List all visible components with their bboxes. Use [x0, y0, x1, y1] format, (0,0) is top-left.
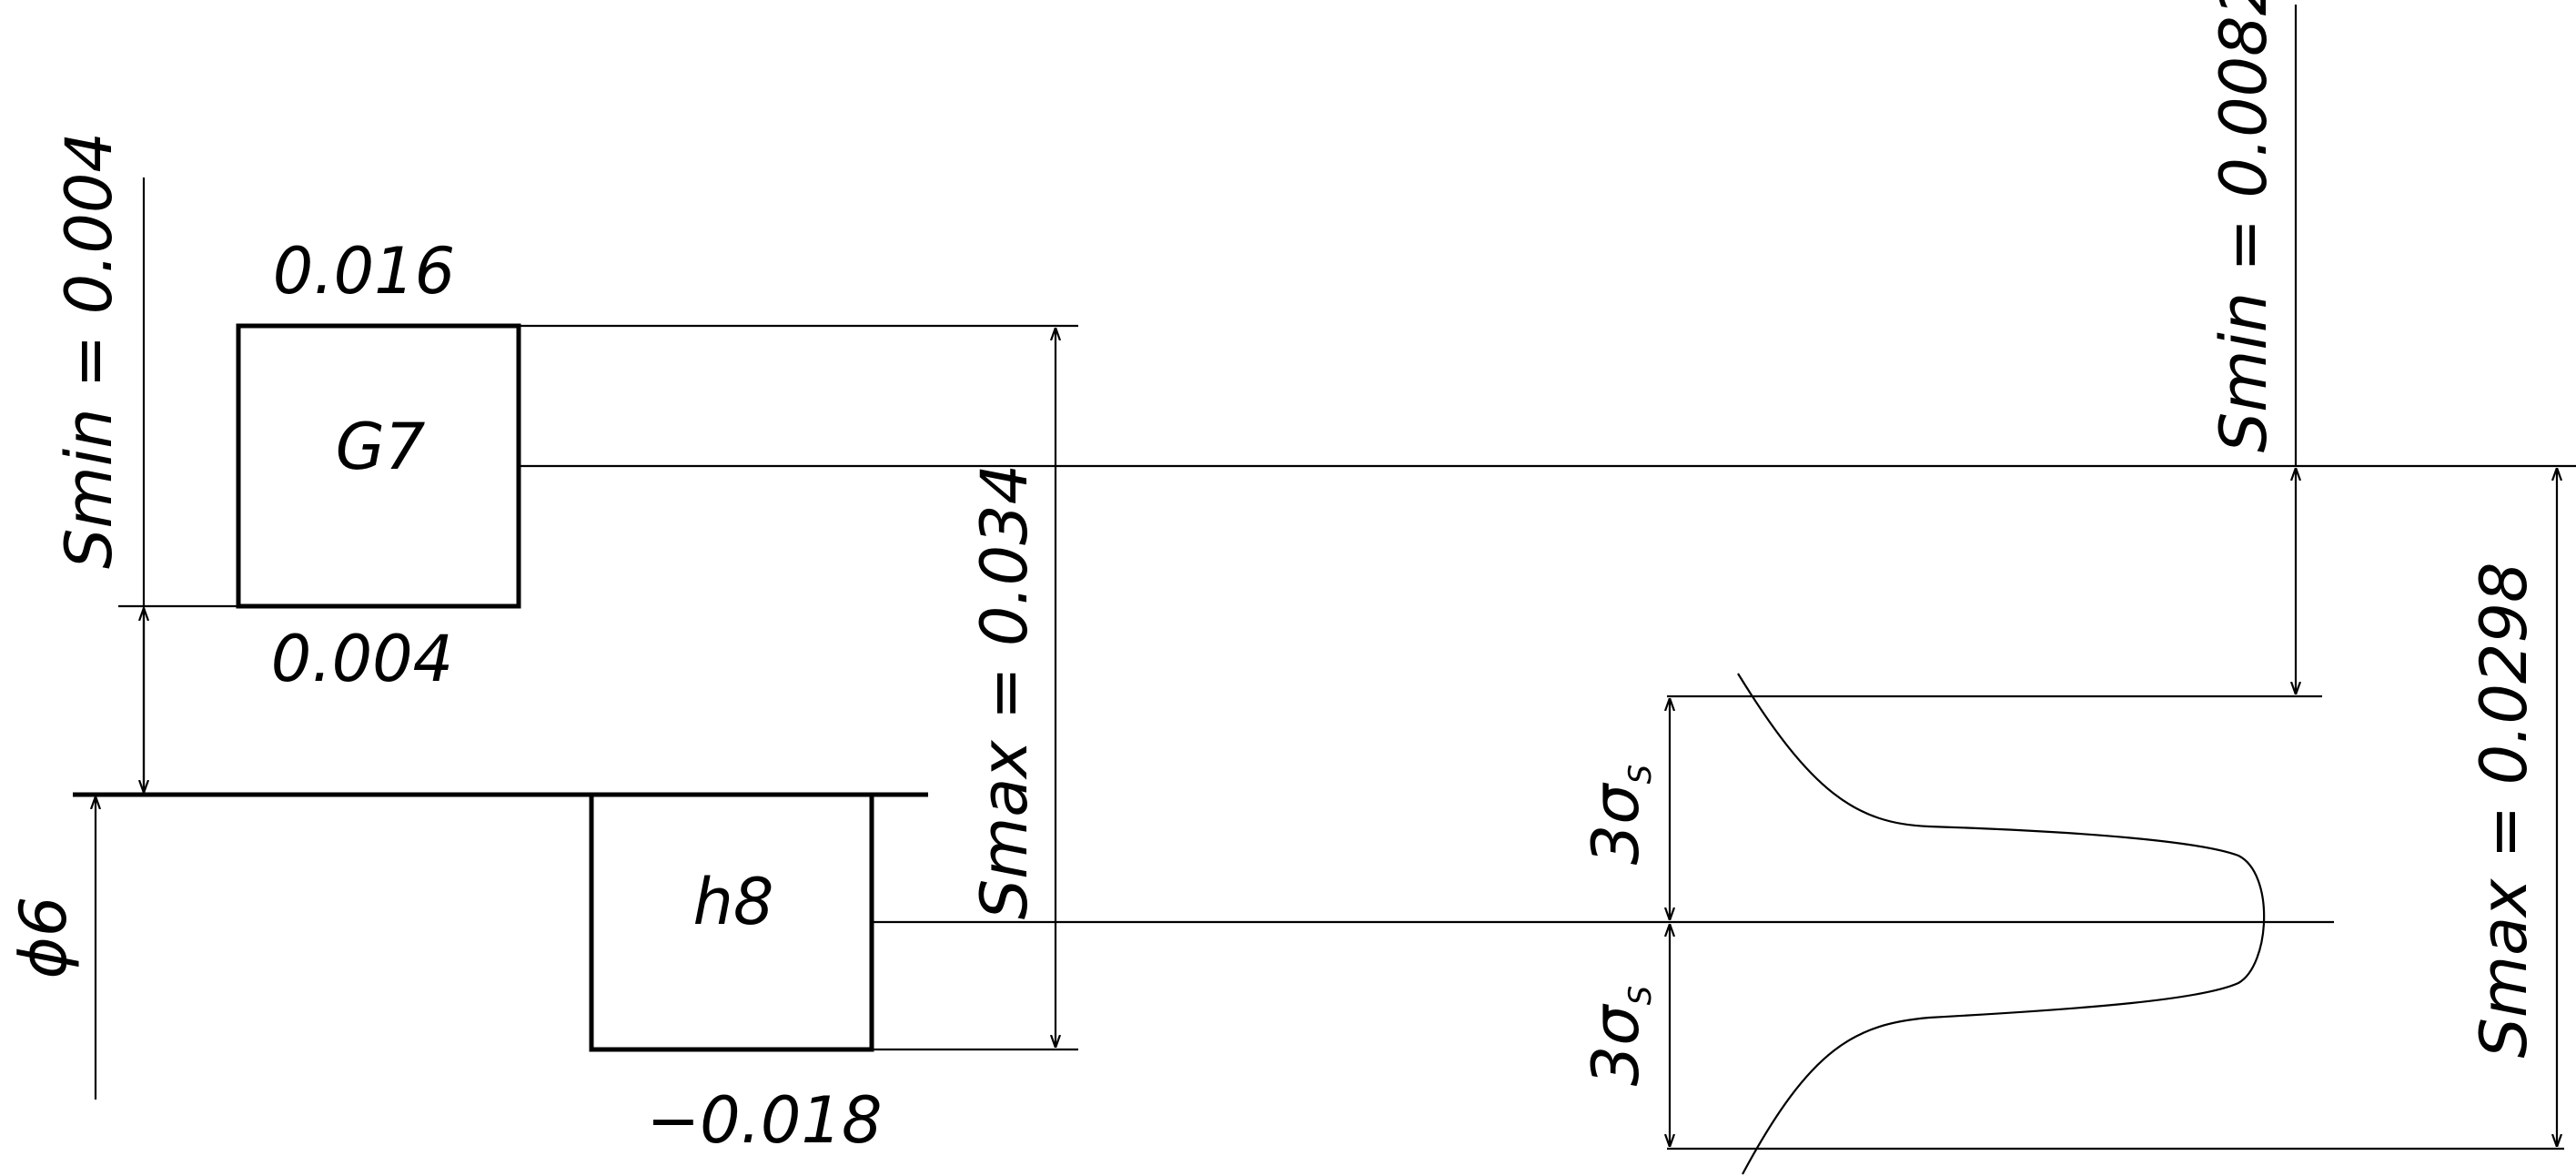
sigma-lower-label: 3σS — [1579, 986, 1659, 1087]
left-tolerance-diagram: G7 0.016 0.004 h8 −0.018 ϕ6 Smin = 0.004… — [6, 132, 1078, 1158]
hole-upper-deviation: 0.016 — [273, 234, 455, 309]
nominal-diameter-label: ϕ6 — [6, 897, 81, 979]
prob-smax-label: Smax = 0.0298 — [2467, 562, 2541, 1058]
hole-lower-deviation: 0.004 — [271, 622, 453, 696]
sigma-upper-label: 3σS — [1579, 765, 1659, 866]
smin-label: Smin = 0.004 — [52, 132, 126, 569]
distribution-curve — [1737, 673, 2266, 1175]
hole-field-label: G7 — [336, 410, 426, 484]
smax-label: Smax = 0.034 — [967, 464, 1042, 920]
prob-smin-label: Smin = 0.0082 — [2207, 0, 2281, 452]
shaft-field-label: h8 — [693, 865, 774, 939]
shaft-lower-deviation: −0.018 — [646, 1083, 882, 1158]
clearance-distribution: 3σS 3σS Smin = 0.0082 Smax = 0.0298 — [1579, 0, 2564, 1175]
